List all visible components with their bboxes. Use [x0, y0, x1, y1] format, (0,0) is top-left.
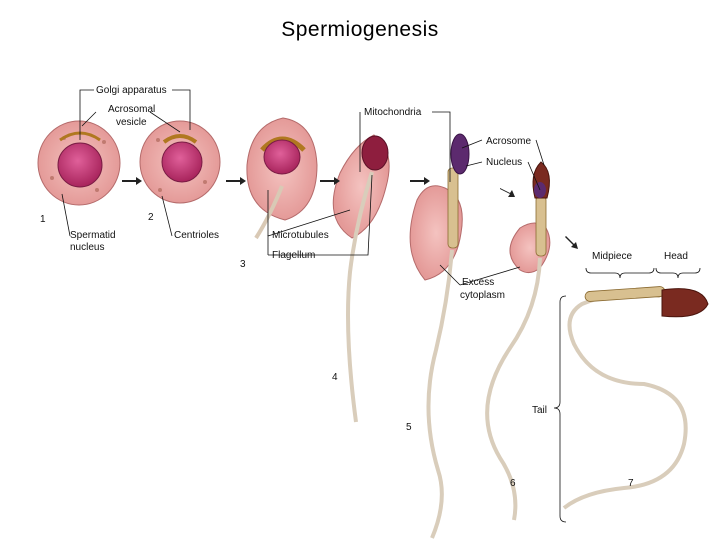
stage-number-6: 6	[510, 478, 516, 489]
stage-number-7: 7	[628, 478, 634, 489]
stage-3-cell	[246, 117, 318, 240]
label-spermatid: Spermatid	[70, 230, 116, 241]
page-title: Spermiogenesis	[281, 18, 439, 41]
label-nucleus: Nucleus	[486, 157, 522, 168]
stage-number-3: 3	[240, 259, 246, 270]
stage-4-cell	[332, 134, 390, 423]
label-golgi-apparatus: Golgi apparatus	[96, 85, 167, 96]
label-vesicle: vesicle	[116, 117, 147, 128]
label-mitochondria: Mitochondria	[364, 107, 422, 118]
head-brace	[655, 267, 701, 279]
label-midpiece: Midpiece	[592, 251, 632, 262]
stage-2-cell	[139, 120, 221, 204]
label-acrosome: Acrosome	[486, 136, 531, 147]
midpiece-brace	[585, 267, 655, 279]
stage-number-4: 4	[332, 372, 338, 383]
label-spermatid-nucleus: nucleus	[70, 242, 104, 253]
label-microtubules: Microtubules	[272, 230, 329, 241]
label-excess: Excess	[462, 277, 494, 288]
stage-6-cell	[485, 161, 551, 521]
label-acrosomal: Acrosomal	[108, 104, 155, 115]
stage-number-5: 5	[406, 422, 412, 433]
stage-number-1: 1	[40, 214, 46, 225]
stage-1-cell	[37, 120, 121, 206]
stage-number-2: 2	[148, 212, 154, 223]
leader-lines	[61, 89, 545, 286]
stage-arrows	[122, 177, 578, 249]
stage-5-cell	[409, 133, 470, 539]
label-tail: Tail	[532, 405, 547, 416]
label-flagellum: Flagellum	[272, 250, 315, 261]
stage-7-sperm	[562, 286, 709, 510]
label-centrioles: Centrioles	[174, 230, 219, 241]
label-excess-cytoplasm: cytoplasm	[460, 290, 505, 301]
label-head: Head	[664, 251, 688, 262]
tail-brace	[553, 295, 567, 523]
